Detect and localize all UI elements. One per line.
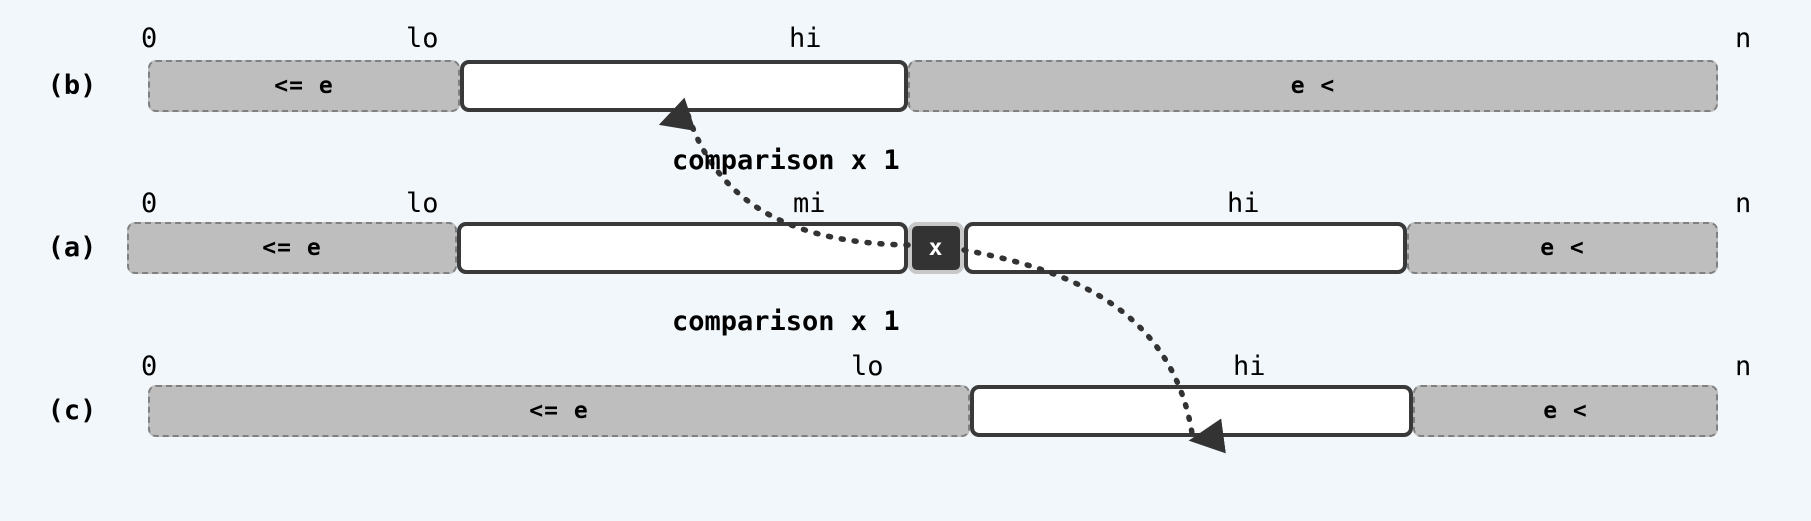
- row-a-segment-e-lt: e <: [1407, 222, 1718, 274]
- row-c-tick-hi: hi: [1233, 351, 1266, 382]
- row-a-segment-left-half: [457, 222, 908, 274]
- row-b-tick-lo: lo: [406, 23, 439, 54]
- annotation-comparison-upper: comparison x 1: [672, 145, 900, 176]
- row-a-segment-pivot-x: x: [908, 222, 964, 274]
- row-b-segment-e-lt: e <: [908, 60, 1718, 112]
- row-a-tick-lo: lo: [406, 188, 439, 219]
- row-b-segment-le-e: <= e: [148, 60, 460, 112]
- row-b: (b) <= e e <: [0, 60, 1811, 112]
- row-c-segment-active-range: [970, 385, 1413, 437]
- row-b-tick-zero: 0: [141, 23, 158, 54]
- row-a: (a) <= e x e <: [0, 222, 1811, 274]
- row-b-tick-hi: hi: [789, 23, 822, 54]
- row-a-tick-zero: 0: [141, 188, 158, 219]
- row-a-tick-hi: hi: [1227, 188, 1260, 219]
- row-a-tag: (a): [47, 232, 97, 263]
- row-b-tag: (b): [47, 70, 97, 101]
- row-c-tick-n: n: [1735, 351, 1752, 382]
- row-c-segment-le-e: <= e: [148, 385, 970, 437]
- row-a-segment-right-half: [964, 222, 1407, 274]
- row-b-tick-n: n: [1735, 23, 1752, 54]
- row-b-segment-active-range: [460, 60, 908, 112]
- row-a-tick-mi: mi: [793, 188, 826, 219]
- row-a-segment-le-e: <= e: [127, 222, 457, 274]
- row-c-segment-e-lt: e <: [1413, 385, 1718, 437]
- row-c-tag: (c): [47, 395, 97, 426]
- row-c: (c) <= e e <: [0, 385, 1811, 437]
- row-a-tick-n: n: [1735, 188, 1752, 219]
- row-c-tick-lo: lo: [851, 351, 884, 382]
- annotation-comparison-lower: comparison x 1: [672, 306, 900, 337]
- row-c-tick-zero: 0: [141, 351, 158, 382]
